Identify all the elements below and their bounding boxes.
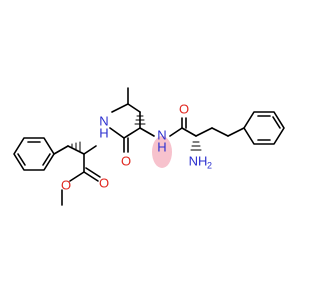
amide-nitrogen-right: N — [157, 127, 166, 142]
amine-nitrogen: NH — [189, 153, 208, 168]
amide-oxygen-right: O — [179, 101, 189, 116]
ester-carbonyl-oxygen: O — [99, 175, 109, 190]
ester-methoxy-oxygen: O — [61, 177, 71, 192]
phe-stereo-hash — [71, 141, 81, 153]
amide-nitrogen-left: N — [99, 113, 108, 128]
molecule-diagram: N H N H O O O O NH 2 — [13, 87, 285, 206]
stereocenter-highlight — [152, 136, 172, 168]
phe-backbone — [53, 145, 101, 206]
leu-backbone — [109, 87, 155, 153]
hphe-backbone — [169, 117, 245, 137]
hphe-stereo-hash — [190, 141, 202, 151]
leu-stereo-hash — [134, 115, 146, 125]
right-phenyl-ring — [243, 111, 285, 145]
left-phenyl-ring — [13, 137, 55, 171]
amine-subscript: 2 — [207, 160, 212, 170]
amide-hydrogen-right: H — [157, 139, 166, 154]
amide-hydrogen-left: H — [99, 125, 108, 140]
amide-oxygen-middle: O — [121, 153, 131, 168]
